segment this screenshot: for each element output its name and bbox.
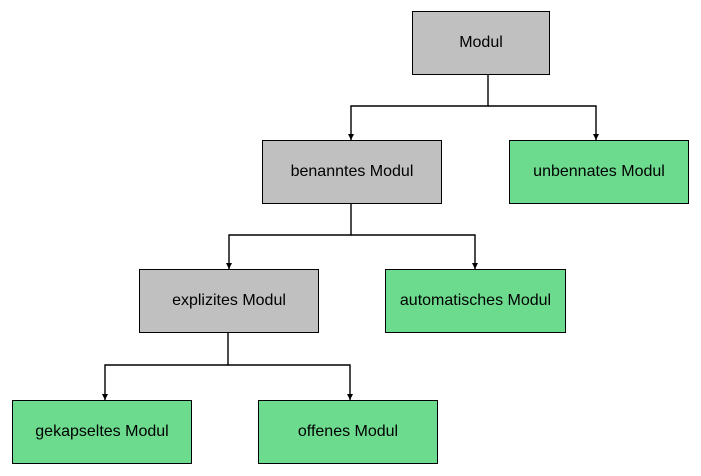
edge-explizites-to-gekapseltes: [102, 333, 229, 400]
node-offenes-modul: offenes Modul: [258, 400, 438, 464]
edge-explizites-to-offenes: [228, 364, 353, 400]
node-label: benanntes Modul: [290, 163, 414, 180]
node-explizites-modul: explizites Modul: [139, 269, 319, 333]
node-label: offenes Modul: [297, 423, 399, 440]
node-benanntes-modul: benanntes Modul: [262, 140, 442, 204]
node-label: explizites Modul: [172, 292, 286, 309]
node-label: Modul: [459, 34, 503, 51]
node-label: gekapseltes Modul: [35, 423, 169, 440]
edge-benanntes-to-explizites: [226, 204, 352, 269]
node-label: automatisches Modul: [399, 292, 552, 309]
edge-modul-to-benanntes: [348, 75, 489, 140]
edge-modul-to-unbenanntes: [488, 105, 599, 140]
node-modul: Modul: [412, 11, 550, 75]
edge-benanntes-to-automatisches: [351, 234, 478, 269]
node-automatisches-modul: automatisches Modul: [385, 269, 566, 333]
node-gekapseltes-modul: gekapseltes Modul: [12, 400, 192, 464]
node-unbenanntes-modul: unbennates Modul: [509, 140, 689, 204]
node-label: unbennates Modul: [533, 163, 665, 180]
